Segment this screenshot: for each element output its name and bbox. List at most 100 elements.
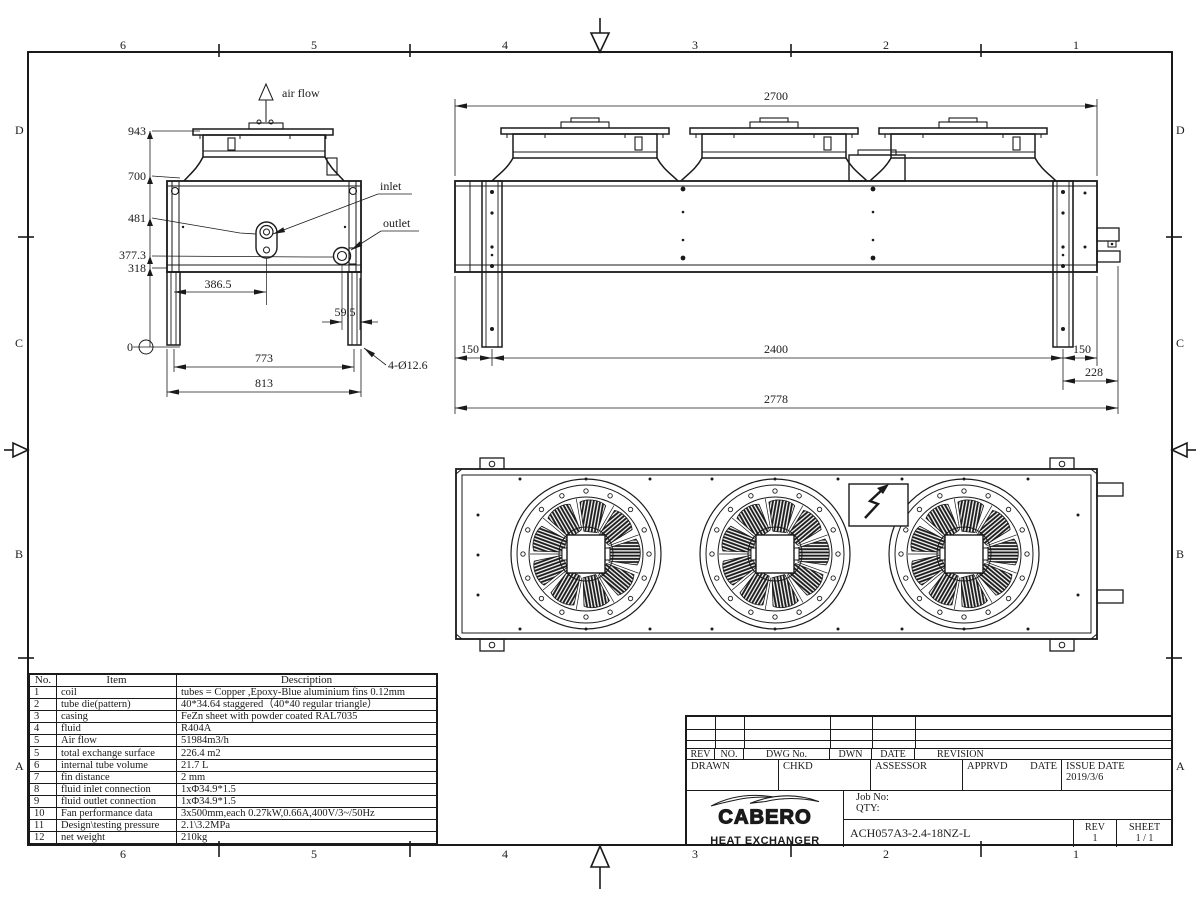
cell-no: 8 <box>30 783 57 795</box>
zone-top-2: 2 <box>883 38 889 52</box>
cell-item: fluid outlet connection <box>57 795 177 807</box>
plan-pipe-stubs <box>1096 482 1124 604</box>
cabero-logo-icon: CABERO <box>710 794 820 829</box>
dim-943: 943 <box>128 124 146 138</box>
zone-left-b: B <box>15 547 23 561</box>
job-no-label: Job No: <box>856 792 889 803</box>
front-legs <box>166 271 362 346</box>
titleblock-bottom: CABERO HEAT EXCHANGER Job No: QTY: ACH05… <box>687 791 1172 847</box>
side-dimensions: 2700 150 2400 150 228 2778 <box>454 89 1119 414</box>
dim-2700: 2700 <box>764 89 788 103</box>
zone-left-a: A <box>15 759 24 773</box>
cell-item: total exchange surface <box>57 747 177 759</box>
front-view: air flow <box>119 82 428 397</box>
cell-no: 5 <box>30 747 57 759</box>
cell-item: internal tube volume <box>57 759 177 771</box>
zone-right-c: C <box>1176 336 1184 350</box>
side-view: 2700 150 2400 150 228 2778 <box>454 89 1121 414</box>
dwg-no-header-label: DWG No. <box>744 749 830 759</box>
cell-no: 12 <box>30 832 57 844</box>
cell-desc: 2 mm <box>181 771 206 783</box>
sheet-label: SHEET <box>1128 822 1161 833</box>
air-flow-label: air flow <box>282 86 320 100</box>
zone-bottom-4: 4 <box>502 847 508 861</box>
cell-desc: 51984m3/h <box>181 735 229 747</box>
cell-item: fin distance <box>57 771 177 783</box>
apprvd-date-label: DATE <box>1030 761 1057 772</box>
dim-0: 0 <box>127 340 133 354</box>
front-height-dimensions: 943 700 481 377.3 318 0 <box>119 124 333 355</box>
drawing-number: ACH057A3-2.4-18NZ-L <box>844 820 1074 847</box>
zone-left-d: D <box>15 123 24 137</box>
cell-desc: FeZn sheet with powder coated RAL7035 <box>181 711 358 723</box>
dim-2778: 2778 <box>764 392 788 406</box>
zone-right-b: B <box>1176 547 1184 561</box>
logo-tagline: HEAT EXCHANGER <box>710 835 820 847</box>
dim-59: 59.5 <box>335 305 356 319</box>
cell-no: 10 <box>30 807 57 819</box>
rev-value: 1 <box>1092 833 1098 844</box>
drawn-label: DRAWN <box>687 760 779 790</box>
assessor-label: ASSESSOR <box>871 760 963 790</box>
cell-no: 2 <box>30 699 57 711</box>
cell-item: net weight <box>57 832 177 844</box>
cell-desc: 210kg <box>181 832 208 844</box>
cell-item: Fan performance data <box>57 807 177 819</box>
sheet-cell: SHEET 1 / 1 <box>1117 820 1172 847</box>
dim-318: 318 <box>128 261 146 275</box>
job-info-cell: Job No: QTY: <box>844 791 1172 820</box>
side-fan-3 <box>869 117 1057 182</box>
title-block: REV NO. DWG No. DWN DATE REVISION DRAWN … <box>685 715 1172 847</box>
revision-row-empty <box>687 741 1172 749</box>
zone-right-d: D <box>1176 123 1185 137</box>
zone-bottom-1: 1 <box>1073 847 1079 861</box>
parts-table-header: No. Item Description <box>30 675 436 688</box>
outlet-leader <box>350 230 419 251</box>
cell-item: tube die(pattern) <box>57 699 177 711</box>
cell-no: 9 <box>30 795 57 807</box>
cell-item: coil <box>57 687 177 699</box>
zone-top-1: 1 <box>1073 38 1079 52</box>
dim-481: 481 <box>128 211 146 225</box>
casing-rivets <box>680 186 1087 261</box>
cell-no: 6 <box>30 759 57 771</box>
cell-item: fluid inlet connection <box>57 783 177 795</box>
zone-bottom-2: 2 <box>883 847 889 861</box>
header-item: Item <box>57 675 177 687</box>
dim-386: 386.5 <box>205 277 232 291</box>
header-description: Description <box>280 675 333 687</box>
cell-item: Air flow <box>57 735 177 747</box>
dim-228: 228 <box>1085 365 1103 379</box>
side-fan-2 <box>680 117 868 182</box>
cell-item: fluid <box>57 723 177 735</box>
sheet-value: 1 / 1 <box>1135 833 1154 844</box>
cell-desc: R404A <box>181 723 212 735</box>
cell-desc: 40*34.64 staggered（40*40 regular triangl… <box>181 699 378 711</box>
zone-top-3: 3 <box>692 38 698 52</box>
dim-813: 813 <box>255 376 273 390</box>
zone-bottom-6: 6 <box>120 847 126 861</box>
rev-header-label: REV <box>687 749 715 759</box>
cell-desc: 1xΦ34.9*1.5 <box>181 783 236 795</box>
issue-date-value: 2019/3/6 <box>1066 772 1104 783</box>
plan-rivets <box>476 477 1080 631</box>
cell-desc: 2.1\3.2MPa <box>181 819 231 831</box>
cell-no: 7 <box>30 771 57 783</box>
date-header-label: DATE <box>872 749 915 759</box>
rev-cell: REV 1 <box>1074 820 1117 847</box>
center-mark-icons <box>4 18 1196 889</box>
inlet-connection <box>255 221 278 305</box>
no-header-label: NO. <box>715 749 744 759</box>
dim-700: 700 <box>128 169 146 183</box>
